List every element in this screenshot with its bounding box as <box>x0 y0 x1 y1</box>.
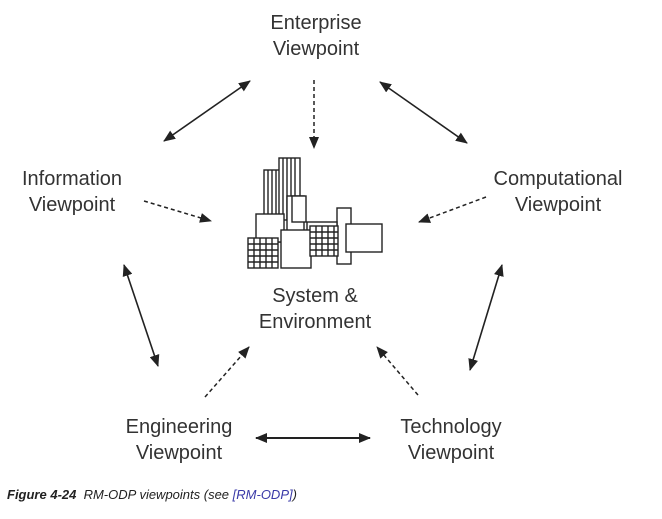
dashed-arrow-information <box>143 200 212 223</box>
arrow-enterprise-computational <box>379 81 468 144</box>
information-viewpoint-line1: Information <box>21 168 123 190</box>
computational-viewpoint-line2: Viewpoint <box>514 194 602 216</box>
dashed-arrow-technology <box>376 346 419 396</box>
reference-link[interactable]: [RM-ODP] <box>232 487 293 502</box>
figure-caption: Figure 4-24 RM-ODP viewpoints (see [RM-O… <box>7 487 297 502</box>
computational-viewpoint: Computational Viewpoint <box>470 166 646 218</box>
figure-number: Figure 4-24 <box>7 487 77 502</box>
system-environment-line1: System & <box>272 285 358 307</box>
rm-odp-diagram: Enterprise Viewpoint Information Viewpoi… <box>0 10 646 466</box>
technology-viewpoint-line2: Viewpoint <box>407 442 495 464</box>
enterprise-viewpoint: Enterprise Viewpoint <box>236 10 396 62</box>
information-viewpoint-line2: Viewpoint <box>28 194 116 216</box>
enterprise-viewpoint-line1: Enterprise <box>270 12 362 34</box>
engineering-viewpoint: Engineering Viewpoint <box>100 414 258 466</box>
arrow-information-engineering <box>122 264 160 367</box>
engineering-viewpoint-line1: Engineering <box>125 416 233 438</box>
diagram-canvas <box>122 80 504 443</box>
enterprise-viewpoint-line2: Viewpoint <box>272 38 360 60</box>
engineering-viewpoint-line2: Viewpoint <box>135 442 223 464</box>
caption-text: RM-ODP viewpoints (see <box>83 487 233 502</box>
technology-viewpoint: Technology Viewpoint <box>372 414 530 466</box>
dashed-arrow-engineering <box>204 346 250 398</box>
dashed-arrow-computational <box>418 196 487 223</box>
technology-viewpoint-line1: Technology <box>400 416 502 438</box>
computational-viewpoint-line1: Computational <box>493 168 623 190</box>
system-environment: System & Environment <box>240 283 390 335</box>
city-buildings-icon <box>247 157 383 269</box>
arrow-computational-technology <box>468 264 504 371</box>
caption-close: ) <box>292 487 297 502</box>
information-viewpoint: Information Viewpoint <box>0 166 144 218</box>
system-environment-line2: Environment <box>258 311 372 333</box>
arrow-enterprise-information <box>163 80 251 142</box>
